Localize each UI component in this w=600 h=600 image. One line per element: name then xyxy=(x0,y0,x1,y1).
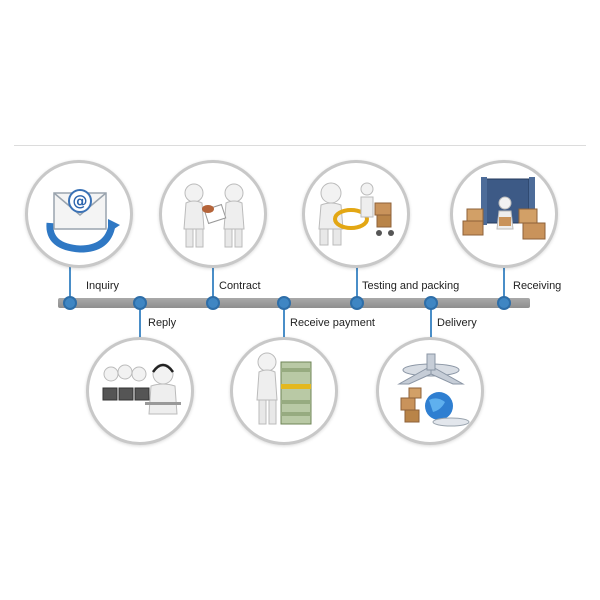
label-receive-payment: Receive payment xyxy=(290,317,375,329)
step-image-receiving xyxy=(450,160,558,268)
step-image-inquiry: @ xyxy=(25,160,133,268)
svg-text:@: @ xyxy=(73,192,88,210)
stem-delivery xyxy=(430,306,432,340)
node-receiving xyxy=(497,296,511,310)
label-contract: Contract xyxy=(219,280,261,292)
node-testing-packing xyxy=(350,296,364,310)
money-stack-icon xyxy=(256,352,312,425)
node-receive-payment xyxy=(277,296,291,310)
container-boxes-icon xyxy=(462,177,546,240)
stem-contract xyxy=(212,266,214,300)
node-inquiry xyxy=(63,296,77,310)
node-delivery xyxy=(424,296,438,310)
label-inquiry: Inquiry xyxy=(86,280,120,292)
step-image-delivery xyxy=(376,337,484,445)
node-reply xyxy=(133,296,147,310)
email-envelope-icon: @ xyxy=(46,189,120,253)
step-image-reply xyxy=(86,337,194,445)
stem-reply xyxy=(139,306,141,340)
stem-receive-payment xyxy=(283,306,285,340)
handshake-contract-icon xyxy=(183,183,245,248)
magnifier-inspection-icon xyxy=(318,182,394,246)
customer-service-icon xyxy=(102,363,181,415)
process-timeline xyxy=(58,298,530,308)
header-divider xyxy=(14,145,586,146)
stem-testing-packing xyxy=(356,266,358,300)
label-receiving: Receiving xyxy=(513,280,562,292)
stem-receiving xyxy=(503,266,505,300)
airplane-globe-icon xyxy=(397,353,470,427)
step-image-receive-payment xyxy=(230,337,338,445)
node-contract xyxy=(206,296,220,310)
step-image-testing-packing xyxy=(302,160,410,268)
label-testing-packing: Testing and packing xyxy=(362,280,460,292)
stem-inquiry xyxy=(69,266,71,300)
label-delivery: Delivery xyxy=(437,317,477,329)
label-reply: Reply xyxy=(148,317,177,329)
step-image-contract xyxy=(159,160,267,268)
